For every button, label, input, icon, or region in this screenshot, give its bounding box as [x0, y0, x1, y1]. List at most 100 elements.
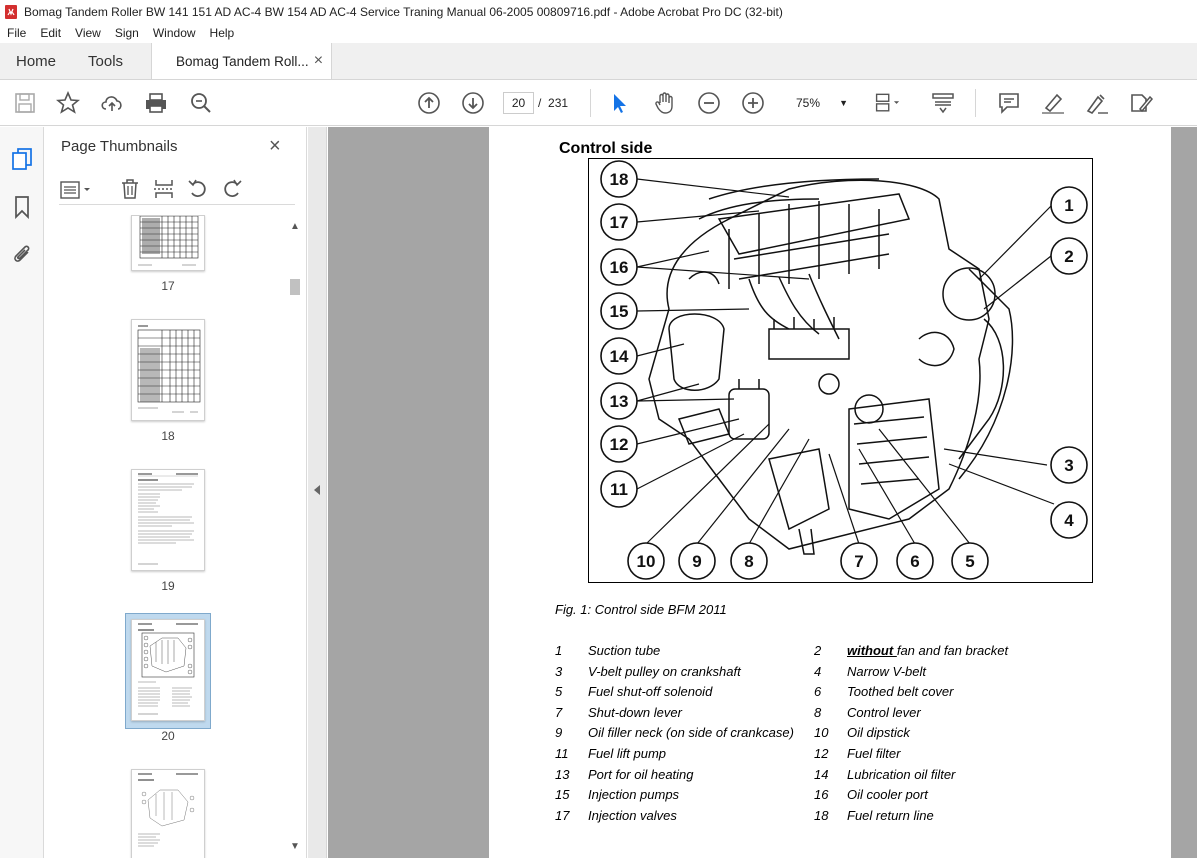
- zoom-search-icon[interactable]: [188, 90, 214, 116]
- legend-number: 5: [555, 684, 563, 700]
- thumbnail-page-18[interactable]: [131, 319, 205, 421]
- callout-label: 5: [965, 552, 974, 571]
- edit-pdf-icon[interactable]: [1128, 90, 1154, 116]
- legend-text: Lubrication oil filter: [847, 766, 956, 782]
- thumbnail-label: 20: [161, 729, 175, 743]
- section-heading: Control side: [559, 140, 653, 157]
- left-rail: [0, 127, 44, 858]
- thumbnail-label: 18: [161, 429, 175, 443]
- legend-text: Fuel return line: [847, 807, 934, 823]
- upload-cloud-icon[interactable]: [99, 90, 125, 116]
- bookmark-star-icon[interactable]: [55, 90, 81, 116]
- toolbar-divider: [590, 89, 591, 117]
- menu-window[interactable]: Window: [152, 26, 196, 40]
- tab-bar: Home Tools Bomag Tandem Roll... ×: [0, 43, 1197, 80]
- legend-text: Injection pumps: [588, 787, 680, 803]
- legend-text: Narrow V-belt: [847, 663, 926, 679]
- page-number-input[interactable]: 20: [503, 92, 534, 114]
- thumbnail-page-19[interactable]: [131, 469, 205, 571]
- window-title: Bomag Tandem Roller BW 141 151 AD AC-4 B…: [24, 4, 783, 19]
- legend-number: 10: [814, 725, 829, 741]
- page-separator: /: [538, 96, 542, 110]
- callout-label: 17: [610, 213, 629, 232]
- page-down-icon[interactable]: [460, 90, 486, 116]
- callout-label: 3: [1064, 456, 1073, 475]
- page-up-icon[interactable]: [416, 90, 442, 116]
- legend-text: Fuel shut-off solenoid: [588, 684, 713, 700]
- legend-number: 14: [814, 766, 829, 782]
- total-pages: 231: [548, 96, 569, 110]
- menu-sign[interactable]: Sign: [114, 26, 139, 40]
- legend-text: Suction tube: [588, 643, 661, 658]
- fit-page-icon[interactable]: [874, 90, 900, 116]
- page-thumbnails-icon[interactable]: [10, 147, 34, 171]
- comment-icon[interactable]: [996, 90, 1022, 116]
- scroll-down-icon[interactable]: ▼: [290, 841, 300, 852]
- callout-label: 10: [637, 552, 656, 571]
- legend-text: Shut-down lever: [588, 704, 682, 720]
- highlight-pen-icon[interactable]: [1040, 90, 1066, 116]
- callout-label: 13: [610, 392, 629, 411]
- rotate-left-icon[interactable]: [187, 178, 209, 205]
- legend-number: 12: [814, 746, 829, 761]
- hand-tool-icon[interactable]: [652, 90, 678, 116]
- legend-text: V-belt pulley on crankshaft: [588, 663, 741, 679]
- thumbnail-page-21[interactable]: [131, 769, 205, 858]
- zoom-level-select[interactable]: 75% ▼: [782, 92, 852, 114]
- callout-label: 12: [610, 435, 629, 454]
- callout-label: 11: [610, 480, 628, 499]
- thumbnail-scrollbar[interactable]: ▲ ▼: [288, 219, 302, 859]
- zoom-out-icon[interactable]: [696, 90, 722, 116]
- legend-number: 9: [555, 725, 563, 741]
- tab-document[interactable]: Bomag Tandem Roll... ×: [151, 43, 333, 79]
- sign-icon[interactable]: [1084, 90, 1110, 116]
- scrollbar-thumb[interactable]: [290, 279, 300, 295]
- insert-page-icon[interactable]: [153, 178, 175, 205]
- thumbnail-page-20[interactable]: [131, 619, 205, 721]
- callout-label: 4: [1064, 511, 1074, 530]
- acrobat-icon: [5, 4, 17, 19]
- toolbar-divider: [975, 89, 976, 117]
- menu-edit[interactable]: Edit: [40, 26, 62, 40]
- tab-home[interactable]: Home: [16, 52, 57, 70]
- thumbnail-page-17[interactable]: [131, 215, 205, 271]
- attachments-icon[interactable]: [10, 241, 34, 265]
- legend-text: without fan and fan bracket: [847, 643, 1008, 658]
- legend-text: Toothed belt cover: [847, 684, 954, 700]
- menu-view[interactable]: View: [75, 26, 101, 40]
- tab-tools[interactable]: Tools: [88, 52, 124, 70]
- legend-number: 11: [555, 746, 569, 761]
- zoom-level-value: 75%: [796, 96, 821, 110]
- document-viewer[interactable]: Control side: [328, 127, 1197, 858]
- legend-text: Control lever: [847, 704, 921, 720]
- legend-text: Port for oil heating: [588, 766, 694, 782]
- page-count: / 231: [538, 96, 568, 110]
- rotate-right-icon[interactable]: [221, 178, 243, 205]
- callout-label: 1: [1064, 196, 1073, 215]
- menu-bar: File Edit View Sign Window Help: [0, 23, 1197, 43]
- delete-page-icon[interactable]: [119, 178, 141, 205]
- callout-label: 7: [854, 552, 863, 571]
- panel-collapse-handle[interactable]: [308, 127, 327, 858]
- legend-number: 1: [555, 643, 563, 658]
- callout-label: 16: [610, 258, 629, 277]
- menu-file[interactable]: File: [7, 26, 27, 40]
- legend-emphasis: without: [847, 643, 897, 658]
- callout-label: 2: [1064, 247, 1073, 266]
- legend-number: 4: [814, 663, 822, 679]
- print-icon[interactable]: [143, 90, 169, 116]
- panel-close-icon[interactable]: ×: [269, 135, 281, 157]
- tab-close-icon[interactable]: ×: [313, 52, 324, 69]
- main-toolbar: 20 / 231 75% ▼: [0, 80, 1197, 126]
- zoom-in-icon[interactable]: [740, 90, 766, 116]
- scroll-up-icon[interactable]: ▲: [290, 221, 300, 232]
- legend-number: 3: [555, 663, 563, 679]
- scroll-mode-icon[interactable]: [930, 90, 956, 116]
- save-icon[interactable]: [12, 90, 38, 116]
- callout-label: 8: [744, 552, 753, 571]
- menu-help[interactable]: Help: [209, 26, 235, 40]
- options-menu-icon[interactable]: [59, 179, 93, 206]
- bookmarks-icon[interactable]: [10, 195, 34, 219]
- callout-label: 9: [692, 552, 701, 571]
- select-cursor-icon[interactable]: [607, 90, 633, 116]
